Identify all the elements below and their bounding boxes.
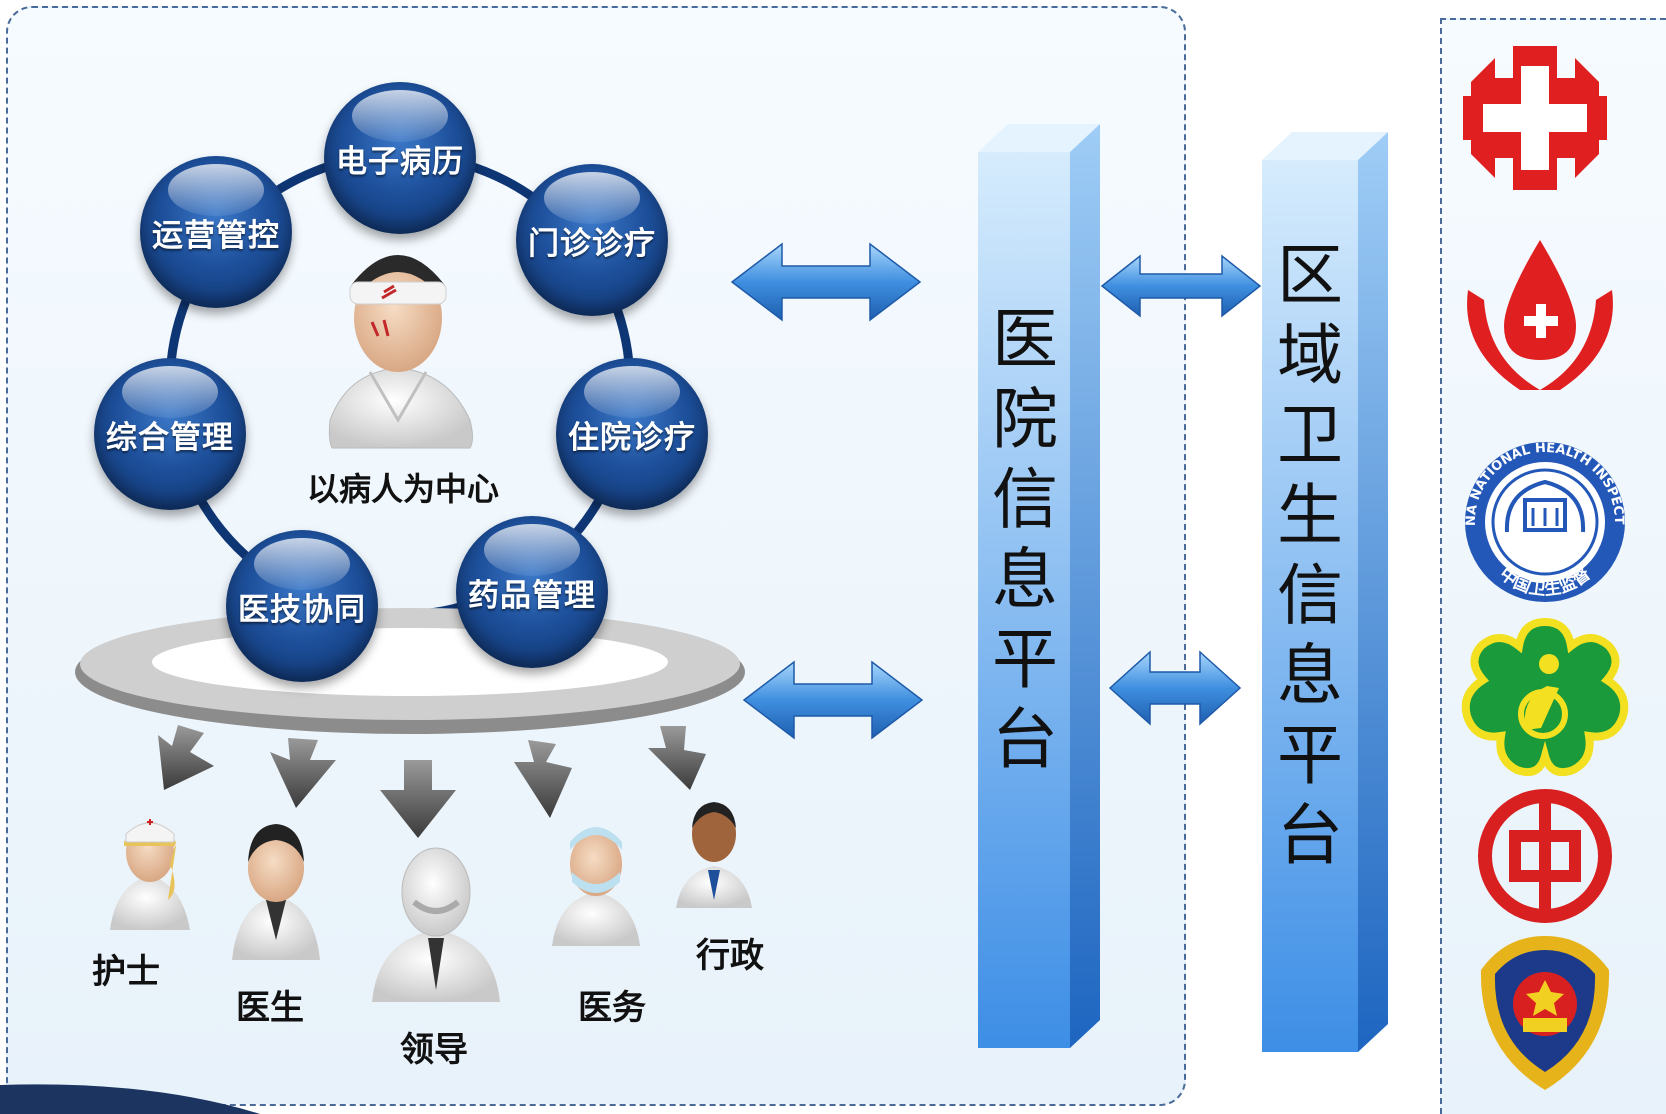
hospital-platform-char: 信 — [992, 461, 1058, 538]
hospital-platform-title: 医 院 信 息 平 台 — [990, 300, 1060, 780]
regional-platform-char: 台 — [1277, 797, 1343, 874]
role-doctor-label: 医生 — [236, 988, 304, 1028]
module-outpatient[interactable]: 门诊诊疗 — [516, 164, 668, 316]
hospital-platform-char: 息 — [992, 541, 1058, 618]
regional-platform-char: 信 — [1277, 557, 1343, 634]
health-inspection-logo — [1465, 442, 1625, 602]
module-outpatient-label: 门诊诊疗 — [528, 225, 656, 262]
module-medtech-label: 医技协同 — [238, 591, 366, 628]
bank-of-china-logo — [1478, 789, 1612, 923]
role-medical-affairs-label: 医务 — [578, 988, 646, 1028]
leader-icon — [372, 847, 500, 1002]
module-operations-label: 运营管控 — [152, 217, 280, 254]
hospital-platform-char: 平 — [992, 621, 1058, 698]
regional-platform-char: 区 — [1277, 237, 1343, 314]
regional-platform-char: 域 — [1277, 317, 1343, 394]
role-arrows — [158, 725, 706, 838]
regional-platform-title: 区 域 卫 生 信 息 平 台 — [1274, 236, 1346, 876]
module-pharmacy[interactable]: 药品管理 — [456, 516, 608, 668]
hospital-platform-char: 院 — [992, 381, 1058, 458]
regional-platform-pillar — [1262, 132, 1388, 1052]
police-badge-logo — [1480, 936, 1610, 1090]
module-emr-label: 电子病历 — [336, 143, 464, 180]
module-medtech[interactable]: 医技协同 — [226, 530, 378, 682]
medical-affairs-icon — [552, 827, 640, 946]
module-pharmacy-label: 药品管理 — [468, 577, 596, 614]
hospital-platform-pillar — [978, 124, 1100, 1048]
regional-platform-char: 生 — [1277, 477, 1343, 554]
nurse-icon — [110, 819, 190, 930]
module-general-management[interactable]: 综合管理 — [94, 358, 246, 510]
disability-federation-logo — [1461, 617, 1629, 777]
patient-icon — [328, 255, 473, 449]
double-arrow-3 — [1100, 254, 1262, 318]
module-emr[interactable]: 电子病历 — [324, 82, 476, 234]
administration-icon — [676, 802, 752, 908]
svg-text:中国卫生监督: 中国卫生监督 — [1496, 563, 1595, 600]
blood-donation-logo — [1467, 240, 1613, 390]
role-administration-label: 行政 — [696, 936, 764, 976]
double-arrow-4 — [1108, 650, 1242, 726]
regional-platform-char: 卫 — [1277, 397, 1343, 474]
module-general-management-label: 综合管理 — [106, 419, 234, 456]
module-inpatient-label: 住院诊疗 — [568, 419, 696, 456]
hospital-platform-char: 医 — [992, 301, 1058, 378]
module-inpatient[interactable]: 住院诊疗 — [556, 358, 708, 510]
double-arrow-1 — [730, 242, 922, 322]
role-nurse-label: 护士 — [92, 952, 160, 992]
module-operations[interactable]: 运营管控 — [140, 156, 292, 308]
double-arrow-2 — [742, 660, 924, 740]
patient-center-label: 以病人为中心 — [306, 470, 499, 508]
regional-platform-char: 息 — [1277, 637, 1343, 714]
hospital-platform-char: 台 — [992, 701, 1058, 778]
inspection-logo-text-cn: 中国卫生监督 — [1496, 563, 1595, 600]
regional-platform-char: 平 — [1277, 717, 1343, 794]
role-leader-label: 领导 — [400, 1030, 468, 1070]
doctor-icon — [232, 824, 320, 960]
red-cross-logo — [1463, 46, 1607, 190]
